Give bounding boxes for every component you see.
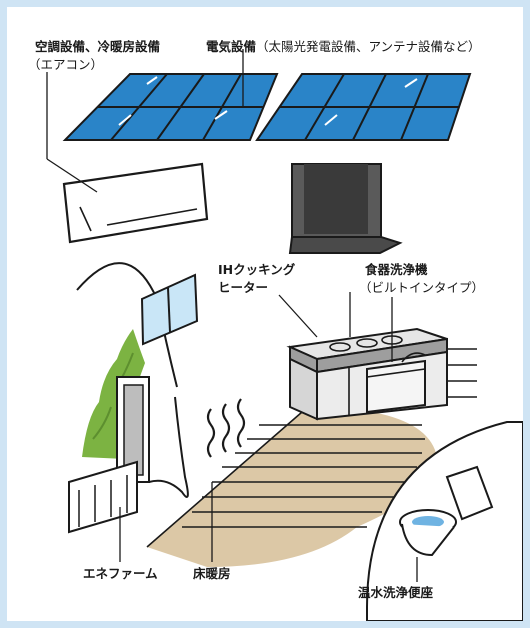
toilet-label: 温水洗浄便座 <box>358 585 434 600</box>
electric-label-group: 電気設備（太陽光発電設備、アンテナ設備など） <box>206 38 481 56</box>
window <box>140 273 199 346</box>
range-hood <box>288 163 403 254</box>
ih-label-line1: IHクッキング <box>218 262 296 277</box>
house-illustration <box>46 49 523 621</box>
solar-panel-left <box>62 73 279 141</box>
solar-panel-right <box>255 73 472 141</box>
dishwasher <box>366 352 426 414</box>
air-conditioner <box>62 162 209 244</box>
dishwasher-label: 食器洗浄機 <box>365 262 428 277</box>
toilet <box>366 421 523 621</box>
heat-waves-icon <box>206 398 246 458</box>
floor-heating-area <box>146 398 438 567</box>
leader-lines <box>46 49 418 582</box>
ac-label: 空調設備、冷暖房設備 <box>35 39 161 54</box>
enefarm-label: エネファーム <box>83 566 158 581</box>
electric-sub-label: （太陽光発電設備、アンテナ設備など） <box>256 39 481 54</box>
electric-label: 電気設備 <box>206 39 257 54</box>
dishwasher-sub-label: （ビルトインタイプ） <box>359 280 485 295</box>
ih-label-line2: ヒーター <box>218 280 269 295</box>
ac-sub-label: （エアコン） <box>28 57 104 72</box>
floor-heating-label: 床暖房 <box>193 566 231 581</box>
right-wall <box>447 348 477 398</box>
